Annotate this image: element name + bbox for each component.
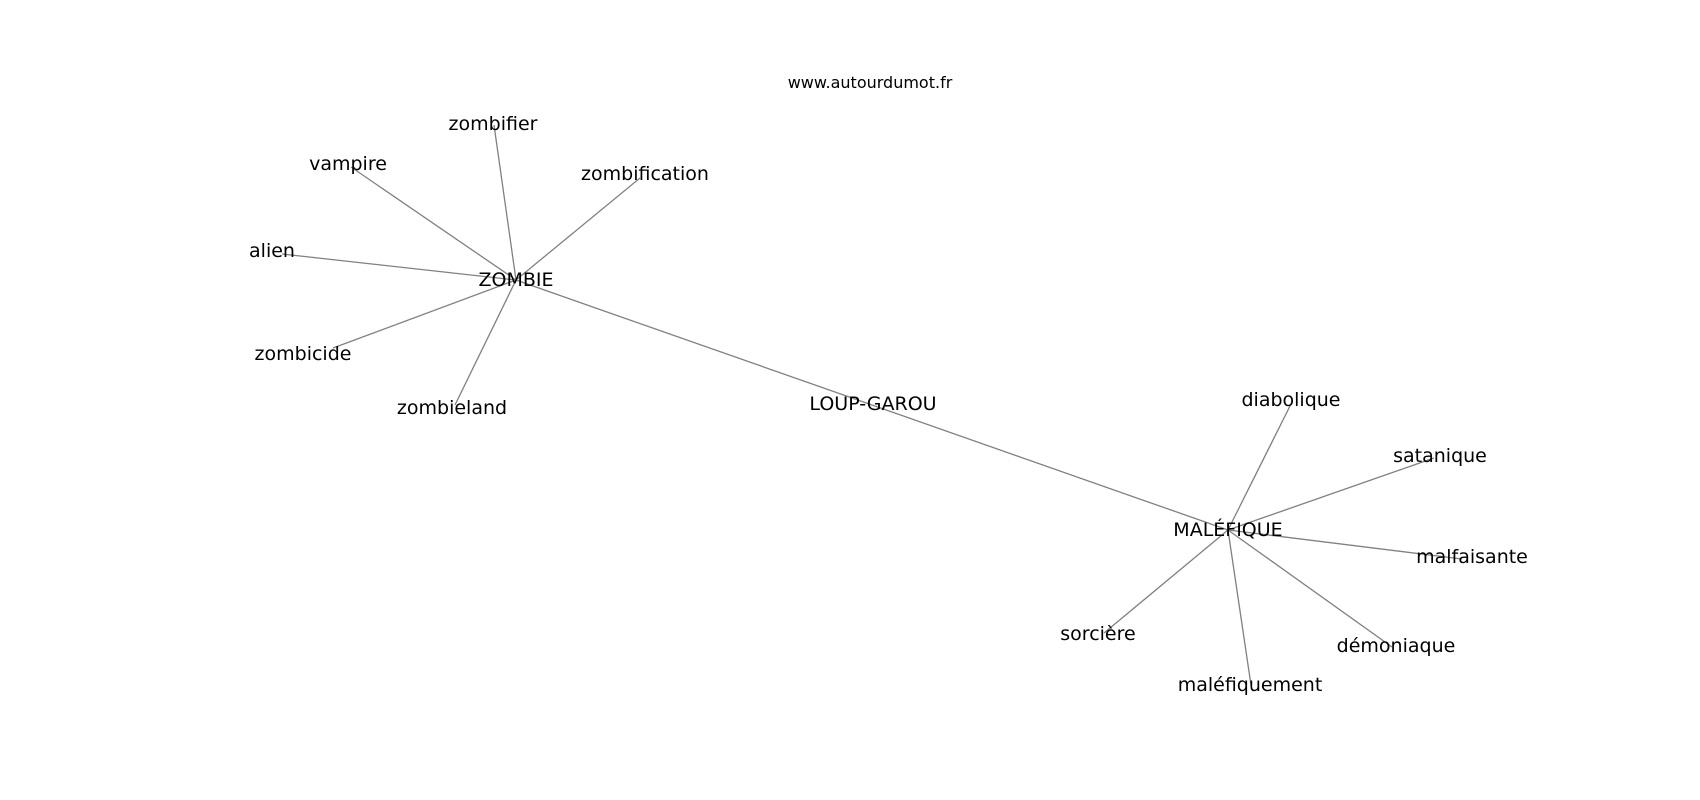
edge-malefique-satanique	[1227, 457, 1435, 531]
node-zombicide: zombicide	[255, 343, 352, 365]
edge-zombie-zombicide	[332, 279, 517, 349]
source-label: www.autourdumot.fr	[788, 73, 953, 92]
edge-zombie-zombieland	[454, 279, 517, 406]
edges	[281, 124, 1463, 686]
nodes: LOUP-GAROU ZOMBIE MALÉFIQUE zombifier vampir…	[249, 113, 1528, 696]
edge-zombie-alien	[281, 253, 517, 281]
node-malfaisante: malfaisante	[1416, 546, 1528, 568]
edge-zombie-zombification	[515, 177, 641, 281]
node-demoniaque: démoniaque	[1337, 635, 1456, 657]
edge-zombie-vampire	[350, 166, 517, 281]
edge-zombie-malefique	[515, 279, 1229, 531]
edge-malefique-demoniaque	[1227, 529, 1393, 648]
node-loup-garou: LOUP-GAROU	[809, 393, 936, 415]
node-alien: alien	[249, 240, 295, 262]
node-zombie: ZOMBIE	[478, 269, 553, 291]
node-zombification: zombification	[581, 163, 709, 185]
edge-malefique-sorciere	[1103, 529, 1229, 634]
node-satanique: satanique	[1393, 445, 1487, 467]
node-sorciere: sorcière	[1060, 623, 1135, 645]
node-malefique: MALÉFIQUE	[1173, 518, 1282, 541]
edge-malefique-diabolique	[1227, 405, 1291, 531]
node-malefiquement: maléfiquement	[1178, 674, 1323, 696]
node-vampire: vampire	[309, 153, 387, 175]
node-zombifier: zombifier	[449, 113, 538, 135]
node-diabolique: diabolique	[1241, 389, 1340, 411]
edge-zombie-zombifier	[493, 124, 517, 281]
node-zombieland: zombieland	[397, 397, 507, 419]
edge-malefique-malefiquement	[1227, 529, 1252, 686]
edge-malefique-malfaisante	[1227, 529, 1463, 560]
